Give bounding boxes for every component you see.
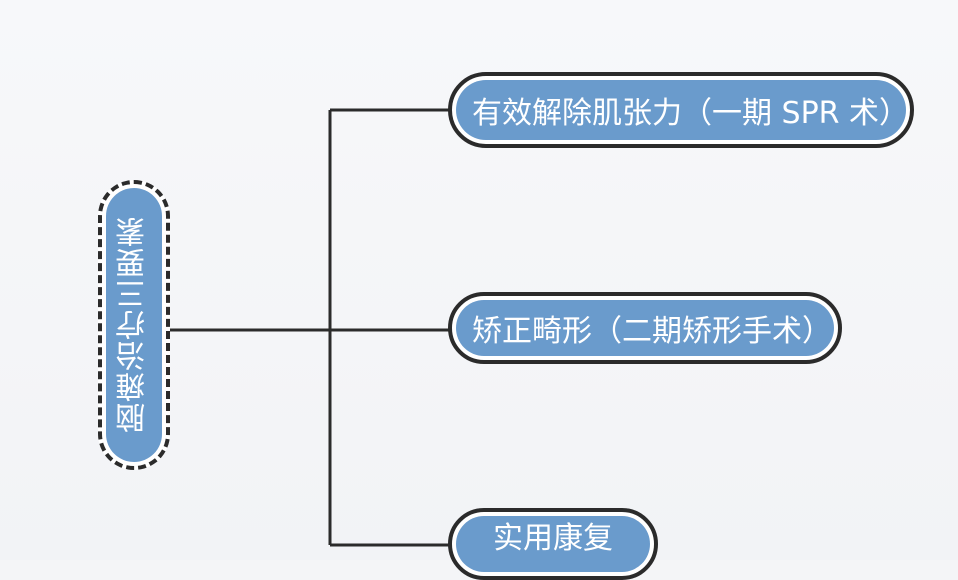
root-node: 脑瘫治疗三要素 [98,180,170,470]
connector-lines [170,108,450,547]
branch-node-3-label: 实用康复 [456,516,650,572]
root-node-label: 脑瘫治疗三要素 [106,188,162,462]
branch-node-2-label: 矫正畸形（二期矫形手术） [456,300,834,356]
branch-node-2: 矫正畸形（二期矫形手术） [448,292,842,364]
branch-node-1: 有效解除肌张力（一期 SPR 术） [448,72,914,148]
branch-node-3: 实用康复 [448,508,658,580]
branch-node-1-label: 有效解除肌张力（一期 SPR 术） [456,80,909,140]
